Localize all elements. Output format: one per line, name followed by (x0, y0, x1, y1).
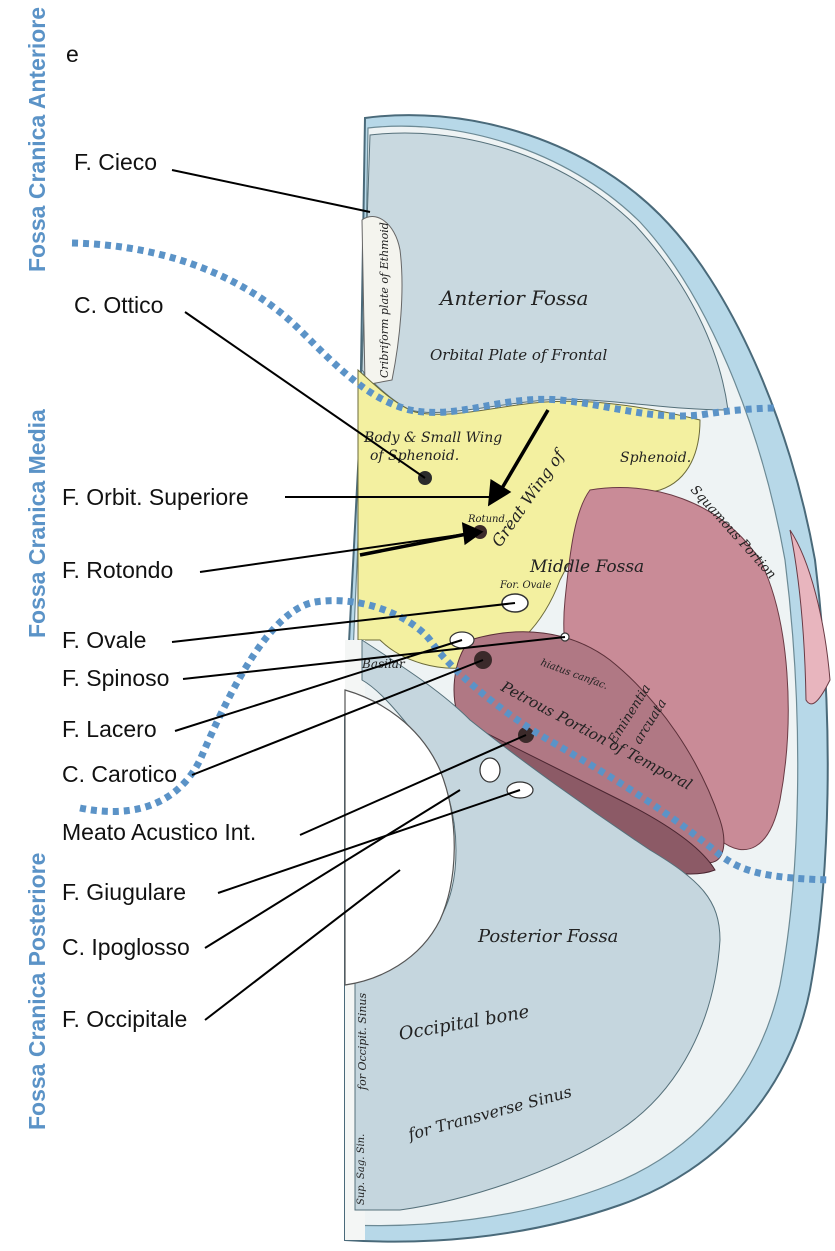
plate-sphenoid: Sphenoid. (620, 450, 691, 466)
leader-cieco (172, 170, 370, 212)
label-f-rotondo: F. Rotondo (62, 557, 173, 583)
plate-middle-fossa: Middle Fossa (529, 557, 644, 577)
label-c-ipoglosso: C. Ipoglosso (62, 934, 190, 960)
edge-fragment-e: e (66, 41, 79, 67)
plate-rotund: Rotund. (467, 514, 508, 525)
plate-for-ovale: For. Ovale (499, 580, 551, 591)
plate-occipit-sinus: for Occipit. Sinus (356, 992, 369, 1091)
plate-orbital-plate: Orbital Plate of Frontal (430, 346, 608, 364)
plate-body-small-wing-1: Body & Small Wing (363, 430, 502, 446)
label-f-spinoso: F. Spinoso (62, 665, 169, 691)
label-f-lacero: F. Lacero (62, 716, 157, 742)
hypoglossal-hole (480, 758, 500, 782)
label-meato-acustico: Meato Acustico Int. (62, 819, 256, 845)
label-f-orbit-superiore: F. Orbit. Superiore (62, 484, 249, 510)
label-f-ovale: F. Ovale (62, 627, 146, 653)
fossa-label-posteriore: Fossa Cranica Posteriore (24, 853, 50, 1130)
fossa-label-anteriore: Fossa Cranica Anteriore (24, 7, 50, 272)
label-c-ottico: C. Ottico (74, 292, 163, 318)
label-f-giugulare: F. Giugulare (62, 879, 186, 905)
plate-posterior-fossa: Posterior Fossa (477, 926, 618, 947)
plate-anterior-fossa: Anterior Fossa (438, 286, 588, 310)
fossa-label-media: Fossa Cranica Media (24, 409, 50, 638)
anterior-fossa-region (362, 133, 728, 413)
label-c-carotico: C. Carotico (62, 761, 177, 787)
plate-cribriform: Cribriform plate of Ethmoid (378, 222, 391, 378)
label-f-occipitale: F. Occipitale (62, 1006, 187, 1032)
label-f-cieco: F. Cieco (74, 149, 157, 175)
plate-sup-sag: Sup. Sag. Sin. (356, 1134, 367, 1205)
